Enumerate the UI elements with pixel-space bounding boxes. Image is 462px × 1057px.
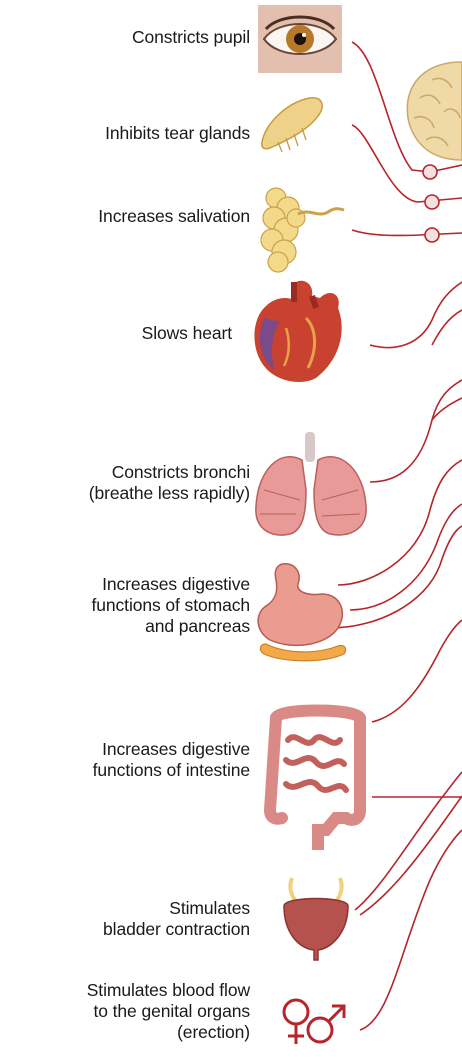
label-constricts-pupil: Constricts pupil	[132, 27, 250, 48]
tear-gland-icon	[258, 92, 328, 154]
label-digestive-intestine: Increases digestive functions of intesti…	[93, 739, 250, 781]
nerve-saliva	[352, 230, 462, 235]
salivary-gland-icon	[258, 178, 346, 274]
ganglion-ciliary	[423, 165, 437, 179]
eye-icon	[258, 5, 342, 73]
intestine-icon	[256, 700, 376, 850]
label-digestive-stomach: Increases digestive functions of stomach…	[92, 574, 251, 637]
ganglion-submandibular	[425, 228, 439, 242]
ganglion-pterygopalatine	[425, 195, 439, 209]
lungs-icon	[250, 430, 370, 540]
label-slows-heart: Slows heart	[142, 323, 232, 344]
nerve-heart-2	[432, 310, 462, 345]
bladder-icon	[278, 876, 354, 962]
heart-icon	[246, 278, 352, 386]
ganglia	[423, 165, 439, 242]
label-increases-salivation: Increases salivation	[98, 206, 250, 227]
nerve-intestine-1	[372, 620, 462, 722]
gender-symbols-icon	[276, 990, 362, 1052]
label-constricts-bronchi: Constricts bronchi (breathe less rapidly…	[89, 462, 250, 504]
label-inhibits-tear-glands: Inhibits tear glands	[105, 123, 250, 144]
stomach-pancreas-icon	[252, 560, 352, 662]
label-genital-blood-flow: Stimulates blood flow to the genital org…	[87, 980, 250, 1043]
nerve-bronchi	[370, 380, 462, 482]
brain-icon	[407, 62, 462, 160]
nerve-heart	[370, 282, 462, 348]
nerve-genital	[360, 830, 462, 1030]
label-bladder-contraction: Stimulates bladder contraction	[103, 898, 250, 940]
